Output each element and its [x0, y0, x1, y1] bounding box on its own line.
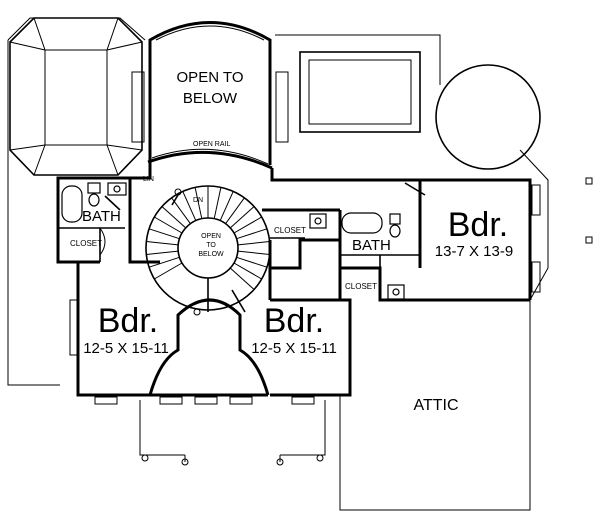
stair-tread — [219, 191, 234, 221]
skylight — [299, 51, 421, 133]
fixtures — [61, 182, 405, 300]
stair-tread — [225, 197, 245, 224]
bedroom-right-dims: 13-7 X 13-9 — [435, 243, 513, 260]
stair-tread — [161, 206, 187, 229]
bedroom-left-name: Bdr. — [98, 302, 158, 340]
stair-tread — [146, 250, 179, 255]
stair-tread — [236, 228, 268, 240]
stair-tread — [233, 216, 262, 234]
hip-roof — [9, 17, 143, 176]
closet-right-label: CLOSET — [345, 282, 377, 291]
walls — [56, 162, 532, 397]
stair-tread — [213, 187, 222, 219]
bedroom-left-dims: 12-5 X 15-11 — [83, 340, 169, 357]
stair-down-label: DN — [193, 197, 203, 204]
windows — [69, 184, 541, 405]
exterior-outline — [7, 17, 593, 511]
bedroom-right-name: Bdr. — [448, 206, 508, 244]
stair-tread — [233, 262, 262, 280]
stair-tread — [229, 206, 255, 229]
open-rail-label: OPEN RAIL — [193, 141, 230, 148]
closet-left-label: CLOSET — [70, 239, 102, 248]
bedroom-center-dims: 12-5 X 15-11 — [251, 340, 337, 357]
attic-label: ATTIC — [413, 397, 458, 414]
open-to-below-label-2: BELOW — [183, 90, 238, 107]
stair-tread — [194, 187, 203, 219]
stair-tread — [229, 267, 255, 290]
open-to-below-label: OPEN TO — [177, 69, 244, 86]
stair-tread — [154, 216, 183, 234]
stair-tread — [154, 262, 183, 280]
stair-open-label-1: OPEN — [201, 233, 221, 240]
bath-left-label: BATH — [82, 208, 121, 225]
labels: OPEN TO BELOW OPEN RAIL LIN DN OPEN TO B… — [70, 69, 513, 414]
front-bay — [148, 298, 270, 397]
linen-label: LIN — [143, 176, 154, 183]
closet-mid-label: CLOSET — [274, 226, 306, 235]
bedroom-center-name: Bdr. — [264, 302, 324, 340]
bath-right-label: BATH — [352, 237, 391, 254]
stair-tread — [182, 191, 197, 221]
round-turret-roof — [435, 64, 541, 170]
stair-tread — [171, 197, 191, 224]
stair-tread — [237, 241, 270, 246]
stair-tread — [236, 256, 268, 268]
stair-tread — [237, 250, 270, 255]
stair-tread — [146, 241, 179, 246]
stair-tread — [148, 228, 180, 240]
stair-open-label-3: BELOW — [198, 251, 224, 258]
stair-tread — [148, 256, 180, 268]
stair-open-label-2: TO — [206, 242, 216, 249]
spiral-stair — [145, 185, 271, 316]
turret — [131, 21, 289, 170]
